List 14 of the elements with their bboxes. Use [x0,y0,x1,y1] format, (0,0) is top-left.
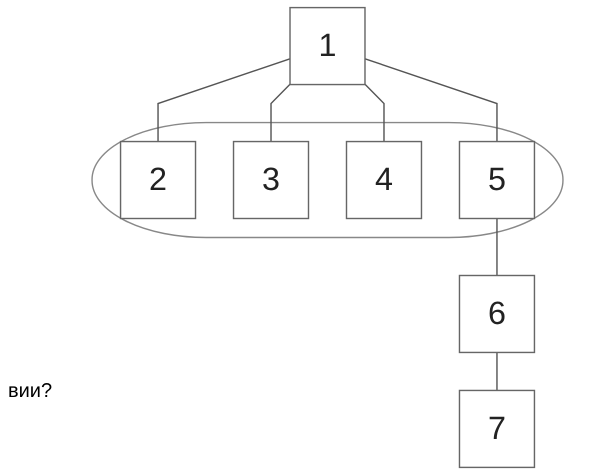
node-box: 2 [120,140,196,220]
note-text: вии? [8,380,52,403]
connector [270,84,291,142]
connector [364,58,498,142]
connector [496,218,498,276]
node-box: 5 [458,140,536,220]
node-box: 6 [458,274,536,354]
node-box: 3 [232,140,310,220]
node-box: 7 [458,390,536,468]
connector [496,352,498,390]
node-box: 1 [289,6,366,86]
connector [157,58,290,142]
node-box: 4 [346,140,422,220]
connector [364,84,385,142]
